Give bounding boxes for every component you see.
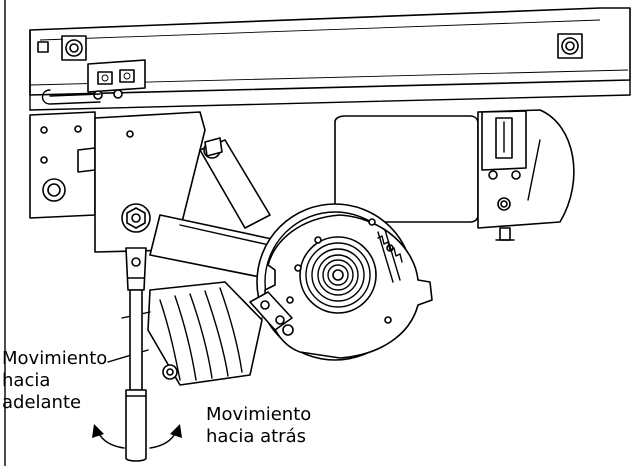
hand-lever <box>125 247 147 462</box>
pivot-bracket <box>94 111 206 253</box>
curved-arrow-left-icon <box>92 424 125 449</box>
forward-movement-label: Movimiento hacia adelante <box>2 348 108 413</box>
mounting-plate <box>29 111 96 219</box>
cable-hook <box>41 89 101 105</box>
cable-bracket <box>87 59 146 100</box>
frame-bolt-right <box>557 33 583 59</box>
return-spring <box>377 235 403 263</box>
frame-bolt-left <box>61 35 87 61</box>
frame-beam <box>29 7 631 111</box>
backward-movement-label: Movimiento hacia atrás <box>206 404 312 447</box>
curved-arrow-right-icon <box>149 424 182 449</box>
actuator-housing <box>334 115 479 223</box>
actuator-drum <box>477 109 575 241</box>
wheel-hub <box>299 236 377 314</box>
strut-cylinder <box>199 137 271 229</box>
bellows-boot <box>107 281 263 386</box>
frame-notch <box>37 41 49 53</box>
